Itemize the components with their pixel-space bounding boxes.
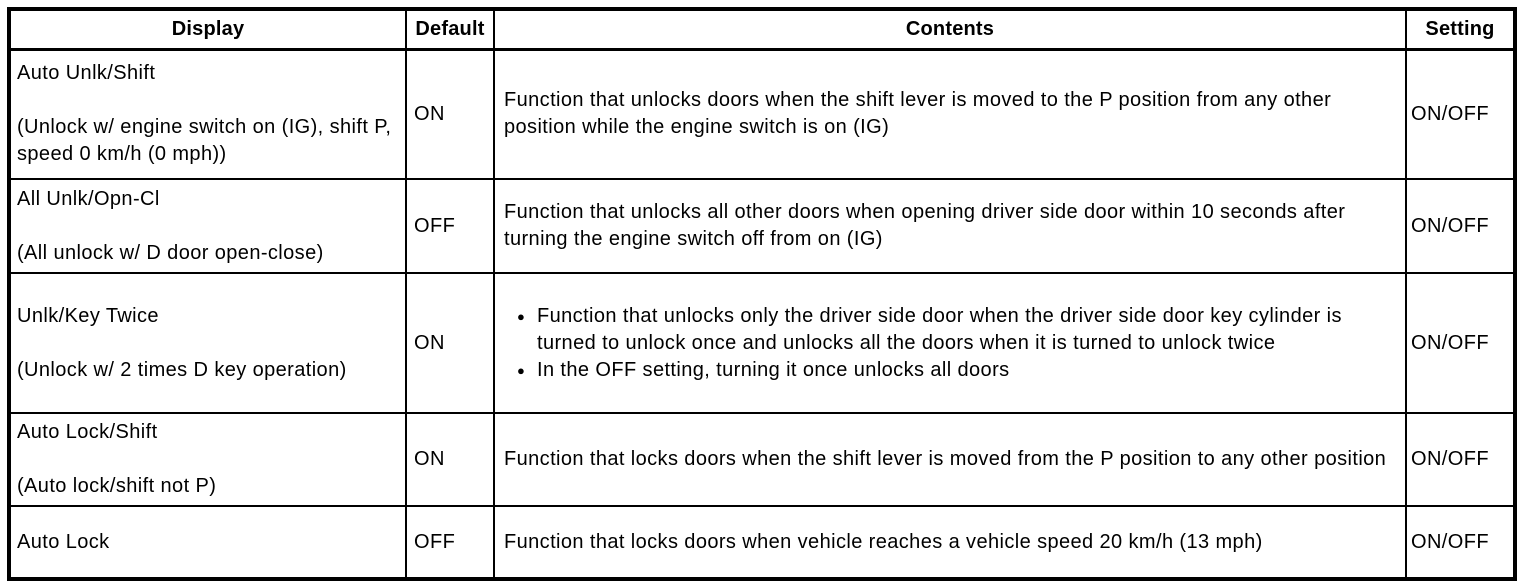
- setting-cell: ON/OFF: [1405, 412, 1516, 507]
- display-note: (Unlock w/ engine switch on (IG), shift …: [17, 116, 392, 166]
- col-header-setting: Setting: [1405, 8, 1516, 51]
- contents-cell: Function that locks doors when the shift…: [493, 412, 1407, 507]
- display-cell: Unlk/Key Twice (Unlock w/ 2 times D key …: [8, 272, 407, 414]
- table-row: Auto Lock OFF Function that locks doors …: [8, 505, 1516, 580]
- contents-cell: ● Function that unlocks only the driver …: [493, 272, 1407, 414]
- default-cell: ON: [405, 48, 495, 180]
- display-cell: Auto Lock/Shift (Auto lock/shift not P): [8, 412, 407, 507]
- table-row: Auto Lock/Shift (Auto lock/shift not P) …: [8, 412, 1516, 507]
- display-cell: Auto Unlk/Shift (Unlock w/ engine switch…: [8, 48, 407, 180]
- setting-cell: ON/OFF: [1405, 178, 1516, 274]
- default-cell: OFF: [405, 178, 495, 274]
- default-cell: ON: [405, 272, 495, 414]
- display-note: (Auto lock/shift not P): [17, 475, 217, 497]
- display-cell: All Unlk/Opn-Cl (All unlock w/ D door op…: [8, 178, 407, 274]
- door-lock-customize-table: Display Default Contents Setting Auto Un…: [7, 7, 1517, 581]
- bullet-icon: ●: [517, 362, 525, 378]
- display-name: All Unlk/Opn-Cl: [17, 187, 160, 210]
- col-header-contents: Contents: [493, 8, 1407, 51]
- default-cell: ON: [405, 412, 495, 507]
- col-header-display: Display: [8, 8, 407, 51]
- table-row: Unlk/Key Twice (Unlock w/ 2 times D key …: [8, 272, 1516, 414]
- bullet-icon: ●: [517, 308, 525, 324]
- col-header-default: Default: [405, 8, 495, 51]
- table-row: Auto Unlk/Shift (Unlock w/ engine switch…: [8, 48, 1516, 180]
- contents-cell: Function that locks doors when vehicle r…: [493, 505, 1407, 580]
- bullet-text: In the OFF setting, turning it once unlo…: [537, 358, 1010, 381]
- display-name: Unlk/Key Twice: [17, 304, 159, 327]
- setting-cell: ON/OFF: [1405, 272, 1516, 414]
- display-name: Auto Unlk/Shift: [17, 62, 156, 85]
- display-name: Auto Lock: [17, 530, 110, 553]
- bullet-item: ● In the OFF setting, turning it once un…: [504, 357, 1399, 384]
- header-row: Display Default Contents Setting: [8, 8, 1516, 51]
- setting-cell: ON/OFF: [1405, 48, 1516, 180]
- setting-cell: ON/OFF: [1405, 505, 1516, 580]
- bullet-text: Function that unlocks only the driver si…: [537, 304, 1342, 354]
- display-name: Auto Lock/Shift: [17, 421, 158, 443]
- table-row: All Unlk/Opn-Cl (All unlock w/ D door op…: [8, 178, 1516, 274]
- contents-cell: Function that unlocks all other doors wh…: [493, 178, 1407, 274]
- display-note: (All unlock w/ D door open-close): [17, 241, 324, 264]
- default-cell: OFF: [405, 505, 495, 580]
- contents-bullet-list: ● Function that unlocks only the driver …: [504, 303, 1399, 384]
- contents-cell: Function that unlocks doors when the shi…: [493, 48, 1407, 180]
- display-cell: Auto Lock: [8, 505, 407, 580]
- bullet-item: ● Function that unlocks only the driver …: [504, 303, 1399, 357]
- display-note: (Unlock w/ 2 times D key operation): [17, 358, 347, 381]
